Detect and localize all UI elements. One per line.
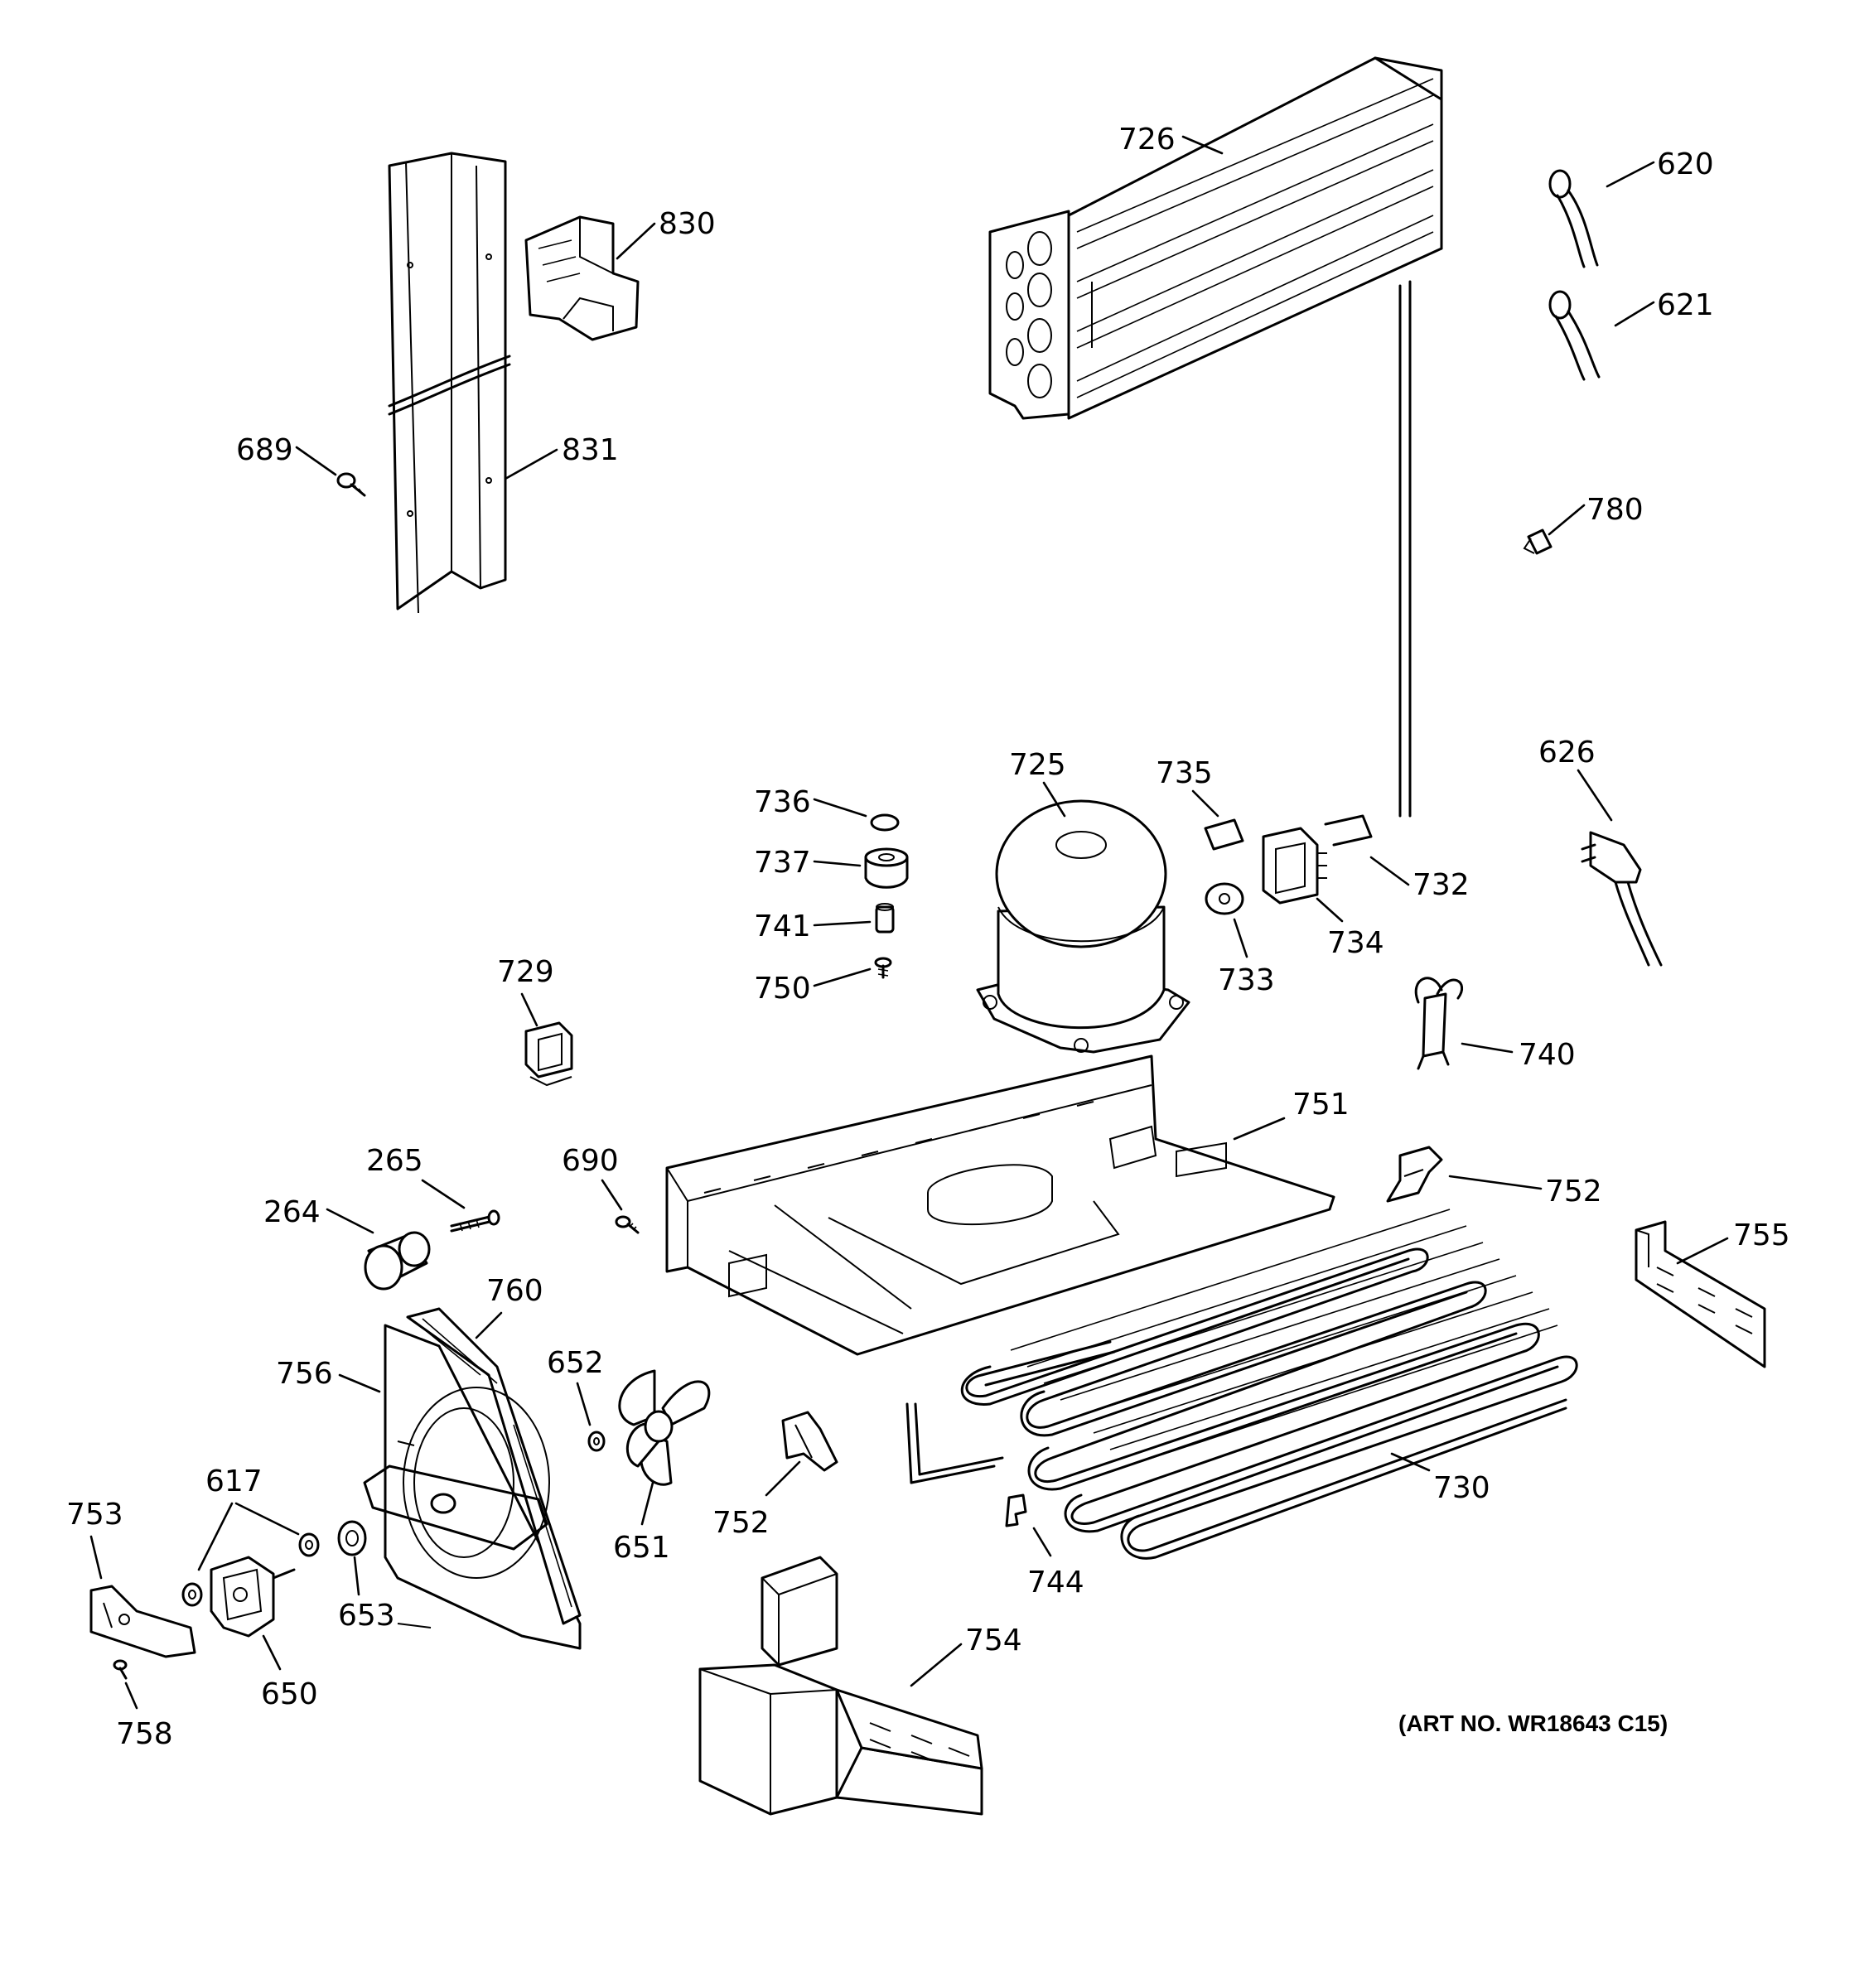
sleeve-741-illustration	[875, 903, 895, 934]
wire-lead-621-illustration	[1548, 290, 1601, 381]
part-label-733[interactable]: 733	[1218, 963, 1275, 997]
overload-733-illustration	[1205, 882, 1244, 915]
part-label-740[interactable]: 740	[1519, 1038, 1576, 1072]
fan-shroud-756-illustration	[363, 1307, 582, 1650]
part-label-617[interactable]: 617	[205, 1464, 263, 1498]
relay-cover-735-illustration	[1204, 818, 1244, 851]
part-label-752-right[interactable]: 752	[1545, 1175, 1602, 1209]
bracket-732-illustration	[1324, 814, 1373, 847]
part-label-650[interactable]: 650	[261, 1677, 318, 1711]
base-plate-751-illustration	[665, 1054, 1335, 1356]
part-label-750[interactable]: 750	[754, 972, 811, 1006]
part-label-758[interactable]: 758	[116, 1717, 173, 1751]
part-label-780[interactable]: 780	[1586, 493, 1644, 527]
part-label-760[interactable]: 760	[486, 1274, 543, 1308]
relay-734-illustration	[1262, 827, 1327, 905]
part-label-754[interactable]: 754	[965, 1624, 1022, 1657]
part-label-651[interactable]: 651	[613, 1531, 670, 1565]
part-label-626[interactable]: 626	[1538, 736, 1596, 770]
condenser-coil-730-illustration	[905, 1209, 1578, 1560]
part-label-736[interactable]: 736	[754, 785, 811, 819]
bracket-754-illustration	[698, 1556, 983, 1816]
part-label-265[interactable]: 265	[366, 1144, 423, 1178]
washer-653-illustration	[337, 1520, 367, 1556]
clip-740-illustration	[1414, 977, 1464, 1070]
bracket-752-right-illustration	[1386, 1146, 1443, 1203]
fan-motor-650-illustration	[210, 1556, 296, 1638]
part-label-831[interactable]: 831	[562, 433, 619, 467]
screw-690-illustration	[615, 1215, 640, 1234]
bracket-729-illustration	[524, 1021, 573, 1087]
part-label-621[interactable]: 621	[1657, 288, 1714, 322]
part-label-741[interactable]: 741	[754, 910, 811, 943]
screw-758-illustration	[113, 1659, 128, 1680]
bracket-753-illustration	[89, 1585, 196, 1658]
part-label-730[interactable]: 730	[1433, 1471, 1490, 1505]
part-label-729[interactable]: 729	[497, 955, 554, 989]
clip-780-illustration	[1523, 528, 1553, 555]
part-label-690[interactable]: 690	[562, 1144, 619, 1178]
leader-lines	[89, 135, 1729, 1710]
part-label-689[interactable]: 689	[236, 433, 293, 467]
grommet-617-illustration	[181, 1532, 320, 1607]
part-label-726[interactable]: 726	[1118, 123, 1176, 157]
part-label-744[interactable]: 744	[1027, 1566, 1084, 1600]
part-labels: 726 620 621 780 830 831 689 626 725 735 …	[66, 123, 1790, 1751]
wire-lead-620-illustration	[1548, 169, 1599, 268]
part-label-755[interactable]: 755	[1733, 1218, 1790, 1252]
power-cord-626-illustration	[1581, 831, 1663, 967]
spacer-264-illustration	[364, 1231, 431, 1291]
part-label-734[interactable]: 734	[1327, 926, 1384, 960]
compressor-725-illustration	[976, 799, 1190, 1054]
screw-689-illustration	[336, 472, 366, 497]
part-label-830[interactable]: 830	[659, 207, 716, 241]
channel-831-illustration	[388, 152, 511, 614]
art-number-caption: (ART NO. WR18643 C15)	[1398, 1711, 1668, 1736]
part-label-620[interactable]: 620	[1657, 147, 1714, 181]
part-label-752-left[interactable]: 752	[712, 1506, 770, 1540]
part-label-725[interactable]: 725	[1009, 748, 1066, 782]
part-label-756[interactable]: 756	[276, 1357, 333, 1391]
part-label-735[interactable]: 735	[1156, 756, 1213, 790]
bracket-830-illustration	[524, 215, 640, 341]
part-label-653[interactable]: 653	[338, 1599, 395, 1633]
bracket-752-left-illustration	[781, 1411, 838, 1472]
part-label-652[interactable]: 652	[547, 1346, 604, 1380]
part-label-732[interactable]: 732	[1412, 868, 1470, 902]
nut-652-illustration	[587, 1431, 606, 1452]
part-label-753[interactable]: 753	[66, 1498, 123, 1532]
part-label-751[interactable]: 751	[1292, 1088, 1350, 1122]
part-label-264[interactable]: 264	[263, 1195, 321, 1229]
screw-265-illustration	[450, 1209, 500, 1233]
part-label-737[interactable]: 737	[754, 846, 811, 880]
clip-744-illustration	[1005, 1493, 1027, 1527]
grommet-737-illustration	[864, 847, 909, 889]
fan-blade-651-illustration	[618, 1369, 711, 1486]
screw-750-illustration	[874, 957, 892, 979]
clip-736-illustration	[870, 813, 900, 832]
bracket-755-illustration	[1635, 1220, 1766, 1368]
evaporator-coil-illustration	[988, 56, 1443, 818]
